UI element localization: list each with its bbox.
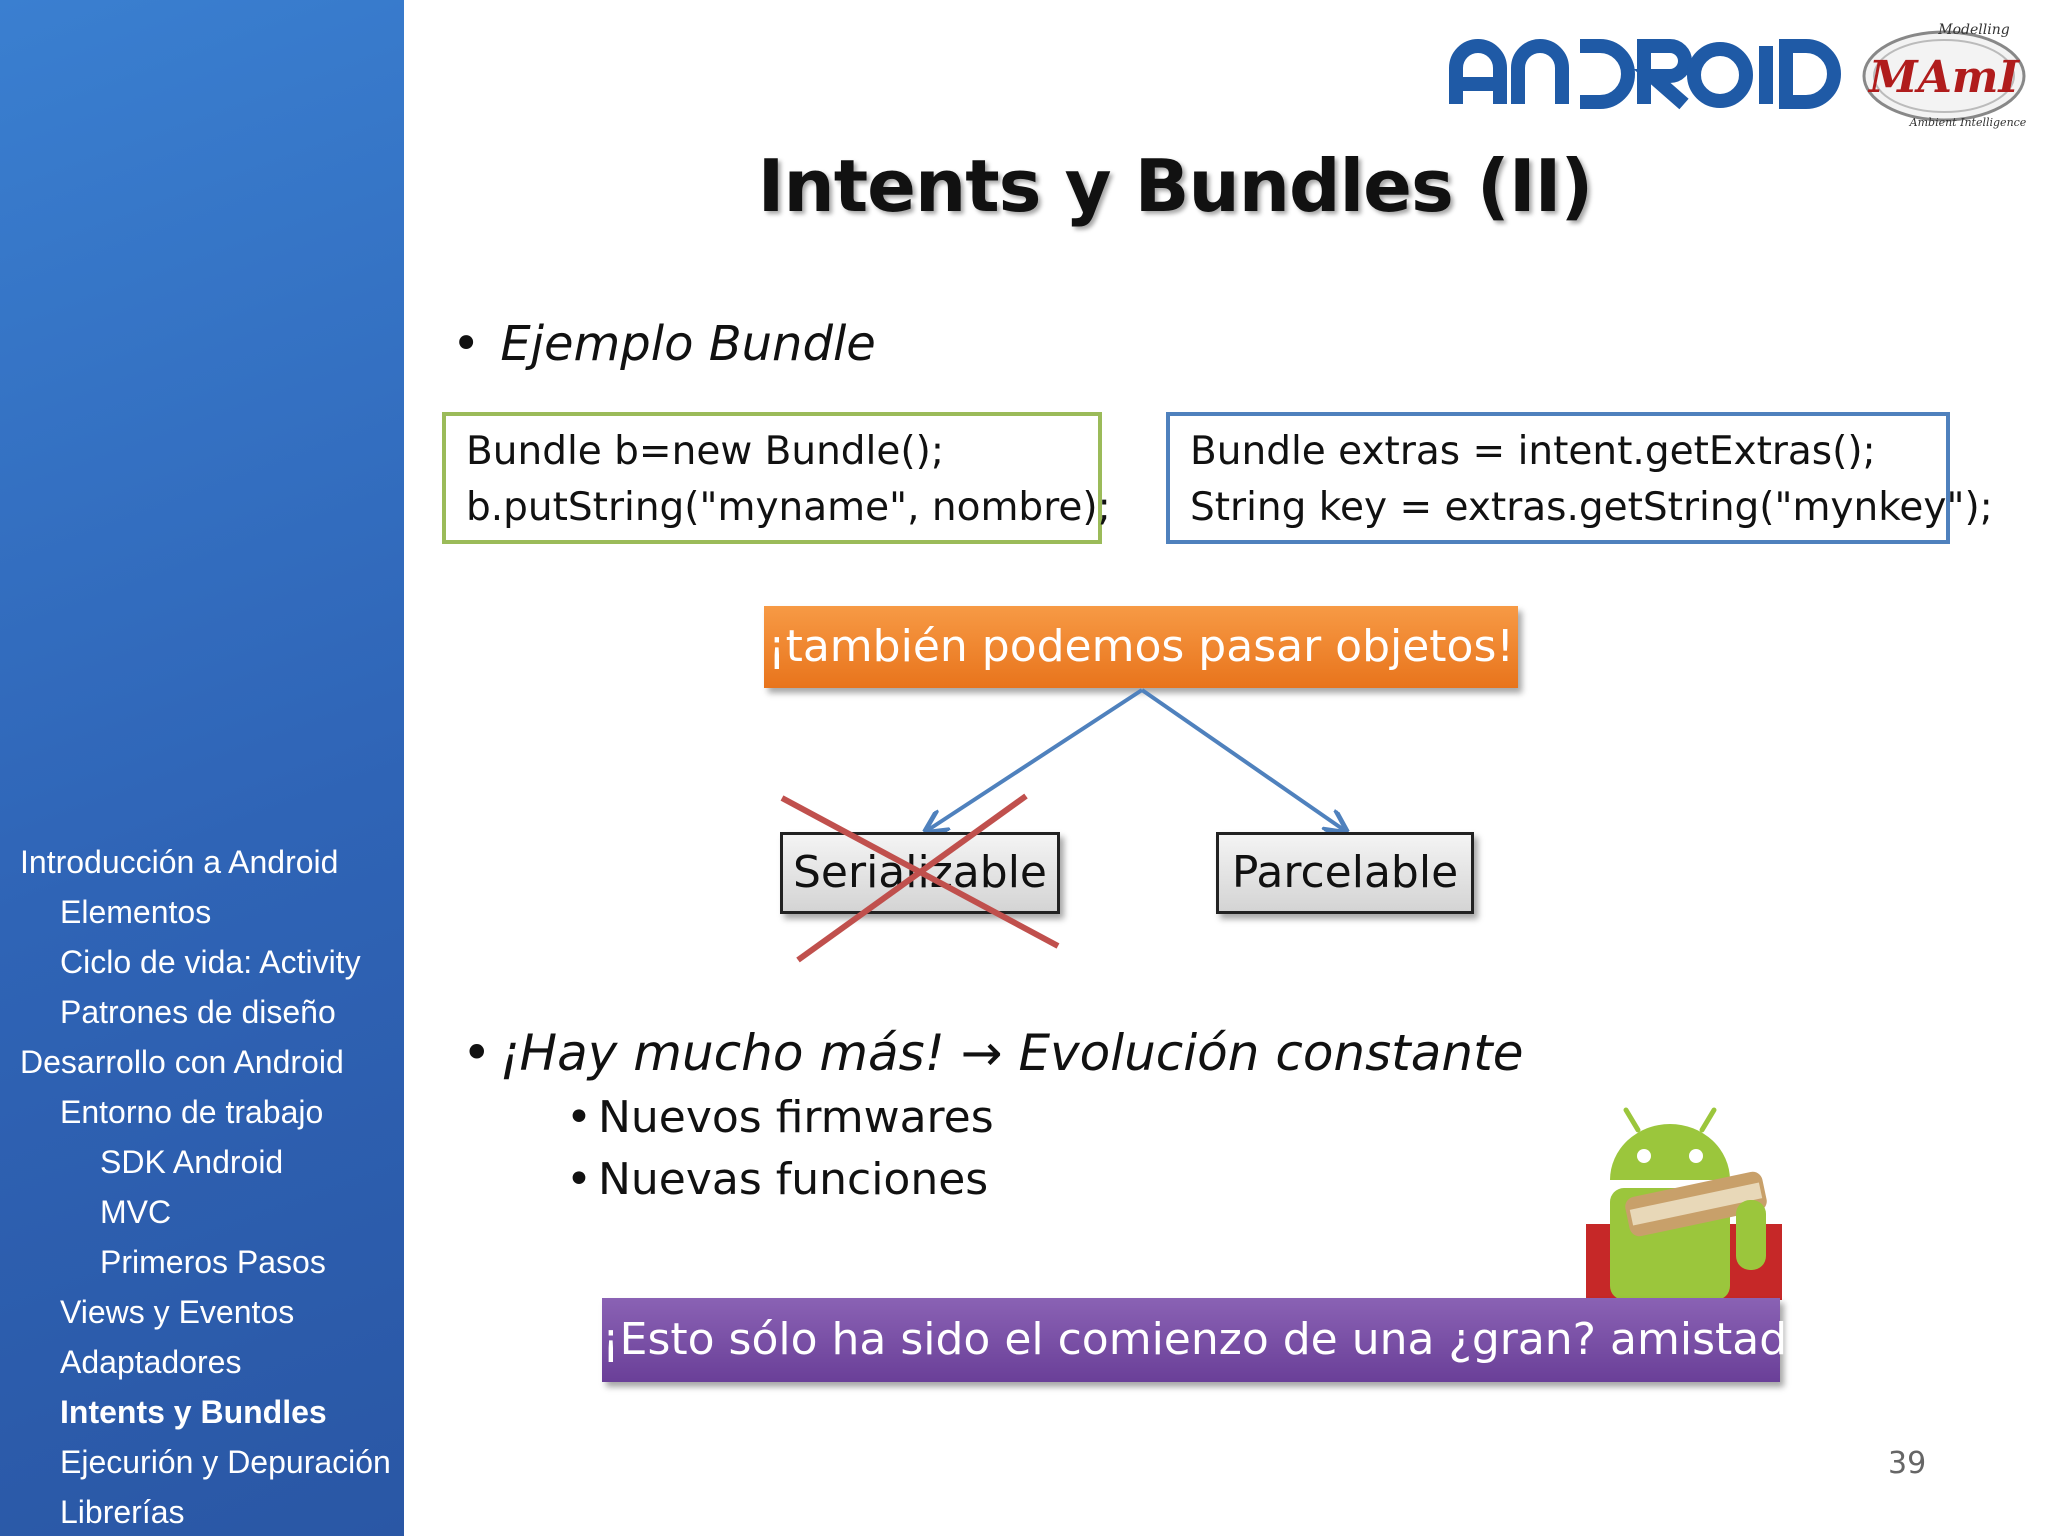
mami-bottom-text: Ambient Intelligence [1909,116,2027,129]
sub-bullet-text: Nuevas funciones [597,1154,989,1205]
code-line: String key = extras.getString("mynkey"); [1190,485,1993,530]
page-number: 39 [1888,1446,1927,1481]
sidebar-item-mvc[interactable]: MVC [100,1194,172,1230]
code-line: Bundle b=new Bundle(); [466,429,944,474]
sub-bullet-funciones: •Nuevas funciones [566,1154,988,1205]
bullet-hay-mas-text: ¡Hay mucho más! → Evolución constante [499,1024,1524,1082]
sidebar-item-views[interactable]: Views y Eventos [60,1294,295,1330]
sidebar-item-entorno[interactable]: Entorno de trabajo [60,1094,324,1130]
mami-top-text: Modelling [1937,22,2009,38]
mami-logo-text: MAmI [1867,52,2020,103]
code-box-put: Bundle b=new Bundle(); b.putString("myna… [442,412,1111,544]
code-box-get: Bundle extras = intent.getExtras(); Stri… [1166,412,1993,544]
sidebar-item-ejecucion[interactable]: Ejecurión y Depuración [60,1444,391,1480]
mami-logo: MAmI Modelling Ambient Intelligence [1856,14,2032,134]
serializable-box: Serializable [780,832,1060,914]
banner-amistad: ¡Esto sólo ha sido el comienzo de una ¿g… [602,1298,1805,1382]
bullet-ejemplo-text: Ejemplo Bundle [500,316,876,372]
sidebar: Introducción a Android Elementos Ciclo d… [0,0,404,1536]
sidebar-item-librerias[interactable]: Librerías [60,1494,185,1530]
callout-objetos: ¡también podemos pasar objetos! [764,606,1518,688]
bullet-dot: • [566,1154,592,1205]
bullet-dot: • [452,316,481,372]
sub-bullet-firmwares: •Nuevos firmwares [566,1092,994,1143]
code-line: b.putString("myname", nombre); [466,485,1111,530]
sidebar-item-adaptadores[interactable]: Adaptadores [60,1344,242,1380]
android-robot-icon [1586,1107,1782,1300]
arrow-to-parcelable [1140,688,1344,830]
sub-bullet-text: Nuevos firmwares [597,1092,994,1143]
sidebar-item-intents[interactable]: Intents y Bundles [60,1394,327,1430]
sidebar-item-introduccion[interactable]: Introducción a Android [20,844,339,880]
bullet-ejemplo: • Ejemplo Bundle [452,316,876,372]
bullet-dot: • [566,1092,592,1143]
sidebar-item-primeros-pasos[interactable]: Primeros Pasos [100,1244,326,1280]
parcelable-box: Parcelable [1216,832,1474,914]
sidebar-item-ciclo-de-vida[interactable]: Ciclo de vida: Activity [60,944,361,980]
android-logo [1449,39,1841,110]
sidebar-item-patrones[interactable]: Patrones de diseño [60,994,336,1030]
sidebar-item-elementos[interactable]: Elementos [60,894,212,930]
slide-title: Intents y Bundles (II) [757,144,1594,228]
code-line: Bundle extras = intent.getExtras(); [1190,429,1876,474]
sidebar-item-desarrollo[interactable]: Desarrollo con Android [20,1044,344,1080]
bullet-dot: • [462,1024,492,1082]
bullet-hay-mas: •¡Hay mucho más! → Evolución constante [462,1024,1523,1082]
sidebar-item-sdk[interactable]: SDK Android [100,1144,284,1180]
arrow-to-serializable [928,688,1144,830]
